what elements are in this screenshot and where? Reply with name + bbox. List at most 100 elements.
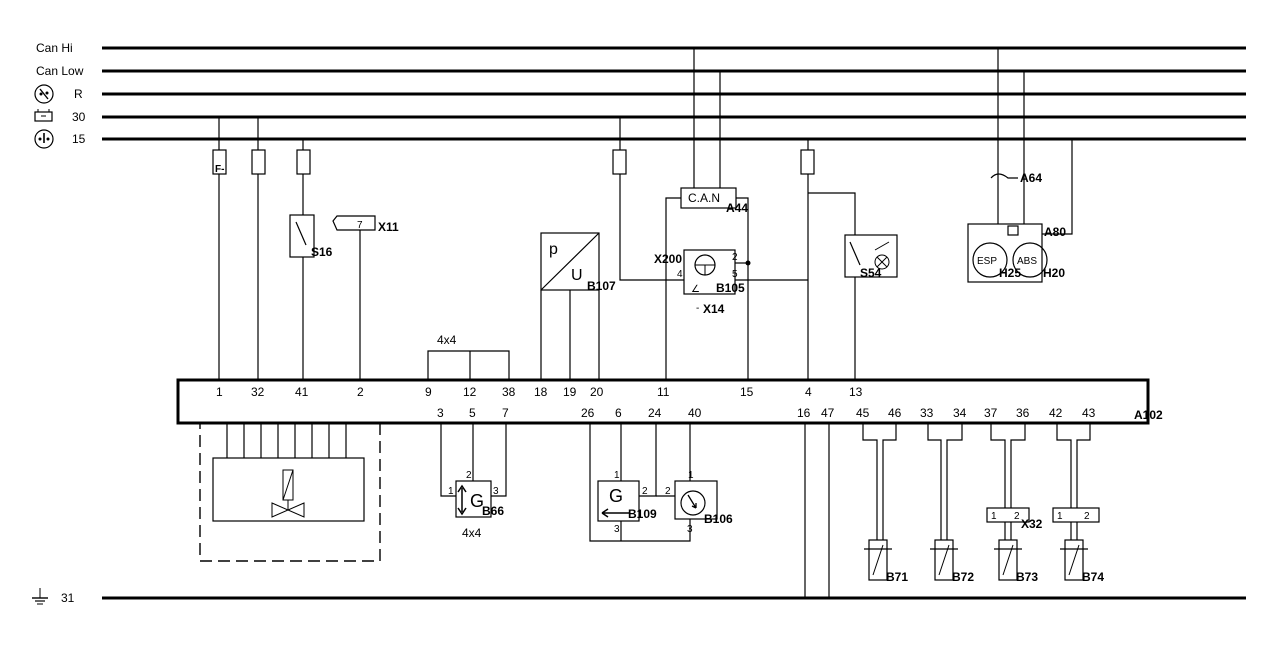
b72-label: B72 xyxy=(952,570,974,584)
bottom-pin: 46 xyxy=(888,406,902,420)
fuse-f: F- xyxy=(212,117,227,380)
ground-wires xyxy=(804,423,830,598)
b105-pin-4: 4 xyxy=(677,269,683,280)
switch-s16: S16 xyxy=(289,214,333,380)
x14-label: X14 xyxy=(703,302,725,316)
top-pin: 9 xyxy=(425,385,432,399)
b109-label: B109 xyxy=(628,507,657,521)
bottom-pin: 45 xyxy=(856,406,870,420)
top-pin: 41 xyxy=(295,385,309,399)
b66-label: B66 xyxy=(482,504,504,518)
valve-icon xyxy=(271,469,305,518)
b109-pin-3: 3 xyxy=(614,524,620,535)
x32-pin-2: 2 xyxy=(1014,511,1020,522)
rail-label-r: R xyxy=(74,87,83,101)
x32-pin-1: 1 xyxy=(991,511,997,522)
s54-label: S54 xyxy=(860,266,882,280)
top-pin: 19 xyxy=(563,385,577,399)
b106-label: B106 xyxy=(704,512,733,526)
sensor-b109: G 1 2 3 B109 xyxy=(589,423,691,542)
top-pin: 13 xyxy=(849,385,863,399)
top-pin: 18 xyxy=(534,385,548,399)
rail-label-can-hi: Can Hi xyxy=(36,41,73,55)
label-4x4-top: 4x4 xyxy=(437,333,457,347)
x32b-pin-2: 2 xyxy=(1084,511,1090,522)
b71-label: B71 xyxy=(886,570,908,584)
bottom-pin-labels: 3 5 7 26 6 24 40 16 47 45 46 33 34 37 36… xyxy=(437,406,1096,420)
top-pin: 15 xyxy=(740,385,754,399)
x32b-pin-1: 1 xyxy=(1057,511,1063,522)
x11-pin: 7 xyxy=(357,220,363,231)
b109-pin-2: 2 xyxy=(642,486,648,497)
connector-x11: 7 X11 xyxy=(332,215,399,380)
sensor-b66: G 1 2 3 B66 4x4 xyxy=(440,423,507,540)
esp-label: ESP xyxy=(977,256,997,267)
bottom-pin: 7 xyxy=(502,406,509,420)
b66-pin-3: 3 xyxy=(493,486,499,497)
hydraulic-unit xyxy=(199,422,381,562)
sensor-b106: 1 2 3 B106 xyxy=(656,423,733,535)
a80-label: A80 xyxy=(1044,225,1066,239)
ignition-switch-icon xyxy=(34,129,54,149)
rail-label-15: 15 xyxy=(72,132,86,146)
bottom-pin: 36 xyxy=(1016,406,1030,420)
top-pin-labels: 1 32 41 2 9 12 38 18 19 20 11 15 4 13 xyxy=(216,385,863,399)
bottom-pin: 6 xyxy=(615,406,622,420)
a64-label: A64 xyxy=(1020,171,1042,185)
s16-label: S16 xyxy=(311,245,333,259)
bottom-pin: 33 xyxy=(920,406,934,420)
bottom-pin: 16 xyxy=(797,406,811,420)
a102-label: A102 xyxy=(1134,408,1163,422)
b66-pin-2: 2 xyxy=(466,470,472,481)
h25-label: H25 xyxy=(999,266,1021,280)
rail-label-30: 30 xyxy=(72,110,86,124)
bottom-pin: 34 xyxy=(953,406,967,420)
top-pin: 4 xyxy=(805,385,812,399)
top-pin: 1 xyxy=(216,385,223,399)
b66-pin-1: 1 xyxy=(448,486,454,497)
top-pin: 38 xyxy=(502,385,516,399)
fuse-b105 xyxy=(612,117,660,281)
x200-label: X200 xyxy=(654,252,682,266)
bottom-pin: 42 xyxy=(1049,406,1063,420)
bottom-pin: 3 xyxy=(437,406,444,420)
rail-group: Can Hi Can Low R 30 15 xyxy=(32,41,1246,605)
b105-pin-2: 2 xyxy=(732,252,738,263)
abs-label: ABS xyxy=(1017,256,1037,267)
b107-p: p xyxy=(549,241,558,258)
b106-pin-3: 3 xyxy=(687,524,693,535)
svg-text:-: - xyxy=(696,303,699,314)
b105-pin-5: 5 xyxy=(732,269,738,280)
x32-label: X32 xyxy=(1021,517,1043,531)
sensor-b107: p U B107 xyxy=(540,232,616,380)
fuse-f-label: F- xyxy=(215,164,224,175)
wheel-sensor-b73: 1 2 X32 B73 xyxy=(986,423,1043,584)
top-pin: 32 xyxy=(251,385,265,399)
fuse-32 xyxy=(251,117,266,380)
switch-s54: S54 xyxy=(844,234,898,380)
h20-label: H20 xyxy=(1043,266,1065,280)
top-pin: 11 xyxy=(657,385,670,399)
top-pin: 12 xyxy=(463,385,477,399)
b107-label: B107 xyxy=(587,279,616,293)
b74-label: B74 xyxy=(1082,570,1104,584)
sensor-b105: ∠ X200 4 2 5 B105 X14 - xyxy=(654,249,808,380)
b106-pin-1: 1 xyxy=(688,470,694,481)
rail-label-31: 31 xyxy=(61,591,75,605)
bottom-pin: 47 xyxy=(821,406,835,420)
top-pin: 20 xyxy=(590,385,604,399)
b105-label: B105 xyxy=(716,281,745,295)
wheel-sensor-b74: 1 2 B74 xyxy=(1052,423,1104,584)
ignition-key-icon xyxy=(34,84,54,104)
a44-label: A44 xyxy=(726,201,748,215)
x11-label: X11 xyxy=(378,220,399,234)
b106-pin-2: 2 xyxy=(665,486,671,497)
label-4x4-bottom: 4x4 xyxy=(462,526,482,540)
b109-g: G xyxy=(609,486,623,506)
svg-text:∠: ∠ xyxy=(691,284,700,295)
bottom-pin: 26 xyxy=(581,406,595,420)
wheel-sensor-b72: B72 xyxy=(927,423,974,584)
b109-pin-1: 1 xyxy=(614,470,620,481)
group-4x4-top: 4x4 xyxy=(427,333,510,380)
